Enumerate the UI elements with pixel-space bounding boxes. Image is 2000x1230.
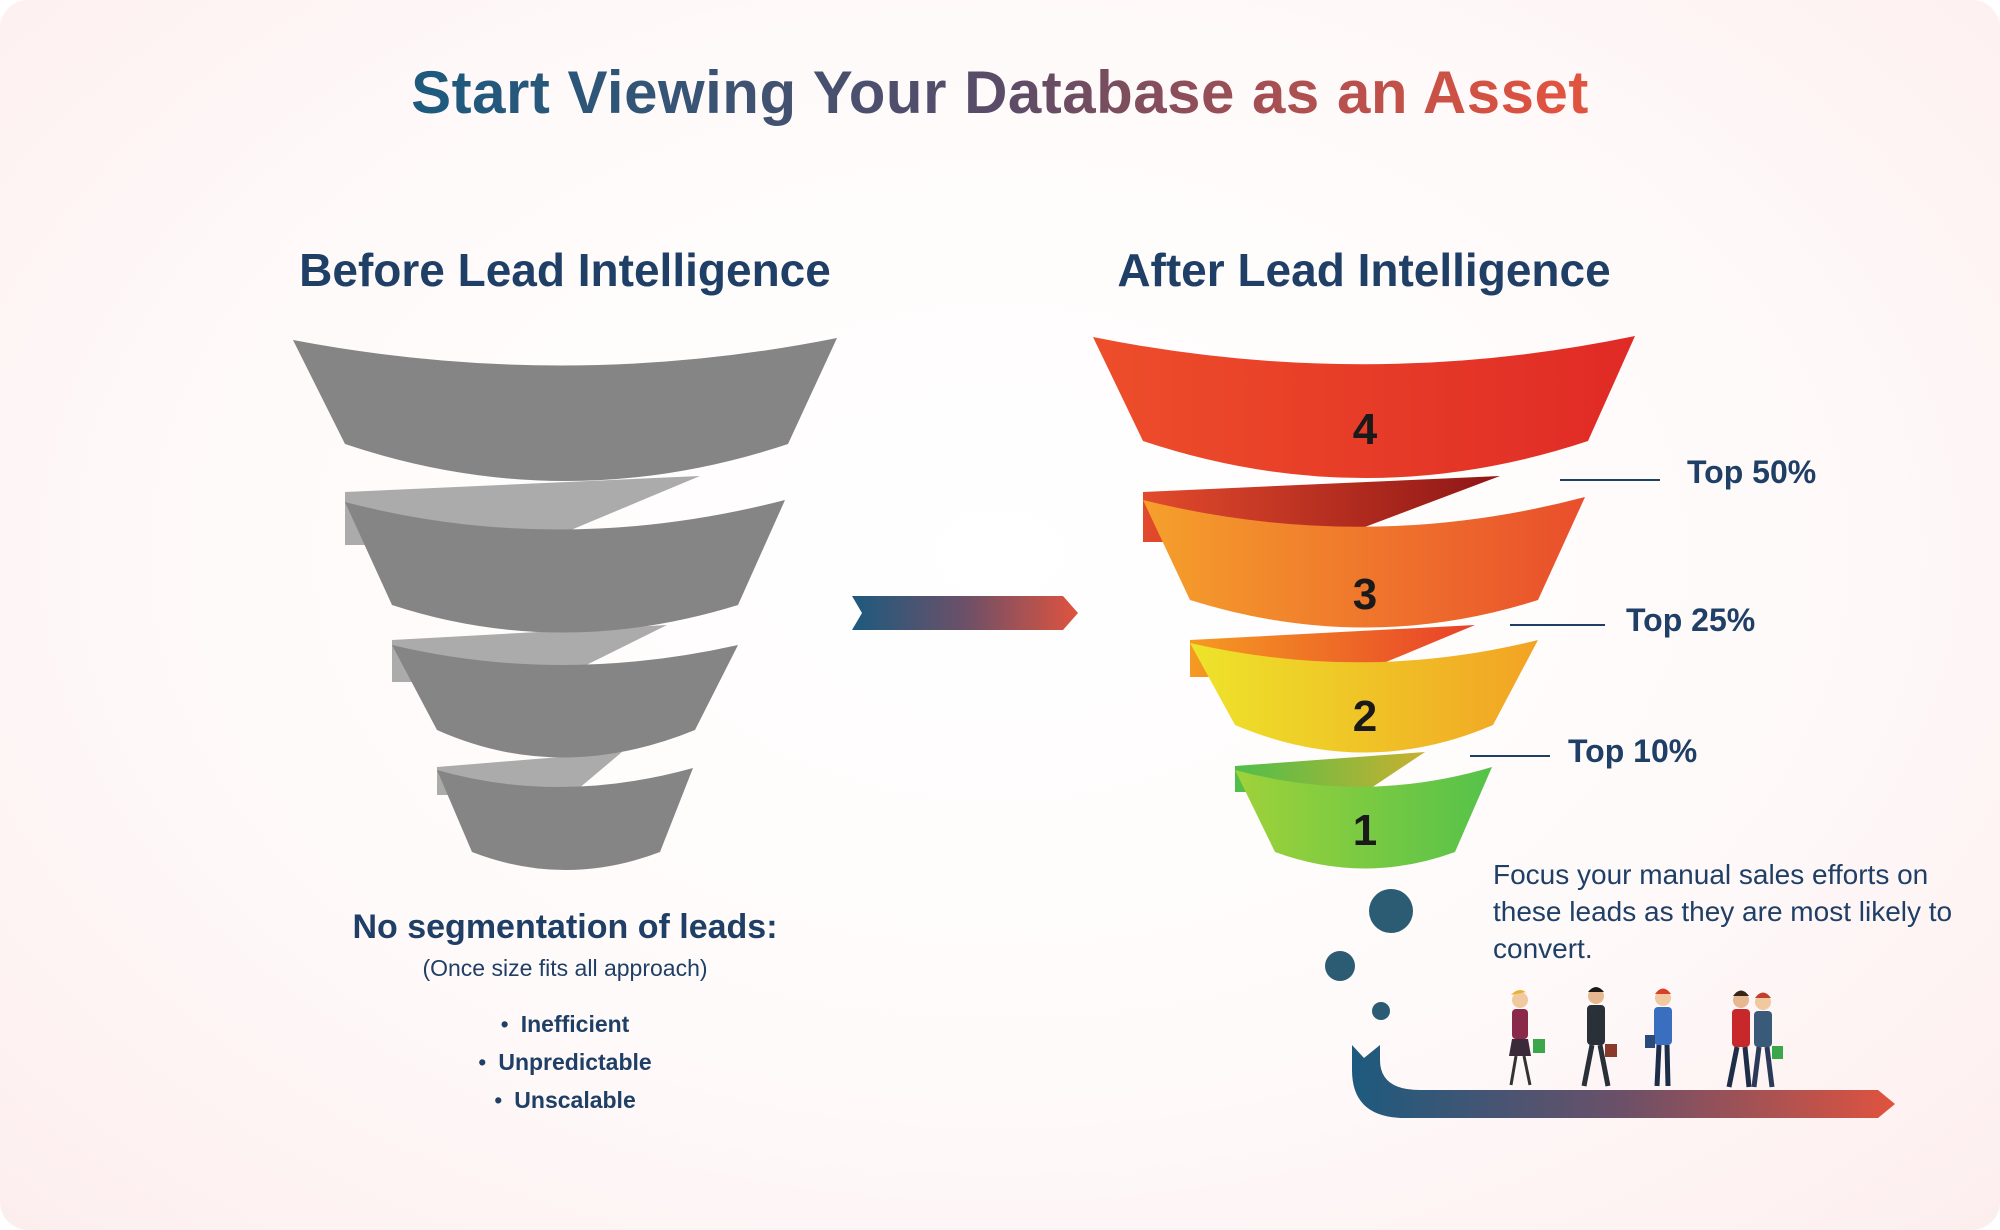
tier-1-number: 1 <box>1335 806 1395 856</box>
gradient-arrow-icon <box>852 596 1078 630</box>
gray-funnel <box>293 338 837 870</box>
no-segmentation-heading: No segmentation of leads: <box>215 908 915 947</box>
droplet-medium <box>1325 951 1355 981</box>
list-item: Unpredictable <box>215 1043 915 1081</box>
droplet-large <box>1369 889 1413 933</box>
top-10-label: Top 10% <box>1568 733 1697 770</box>
people-walking-icon <box>1509 987 1783 1087</box>
top-25-label: Top 25% <box>1626 602 1755 639</box>
gray-funnel-ring-1 <box>293 338 837 481</box>
tier-4-number: 4 <box>1335 405 1395 455</box>
return-arrow-icon <box>1352 1045 1895 1118</box>
focus-text: Focus your manual sales efforts on these… <box>1493 856 1963 967</box>
drawbacks-list: Inefficient Unpredictable Unscalable <box>215 1005 915 1119</box>
tier-3-number: 3 <box>1335 570 1395 620</box>
no-segmentation-note: (Once size fits all approach) <box>215 955 915 982</box>
list-item: Unscalable <box>215 1081 915 1119</box>
droplet-small <box>1372 1002 1390 1020</box>
tier-2-number: 2 <box>1335 692 1395 742</box>
top-50-label: Top 50% <box>1687 454 1816 491</box>
list-item: Inefficient <box>215 1005 915 1043</box>
